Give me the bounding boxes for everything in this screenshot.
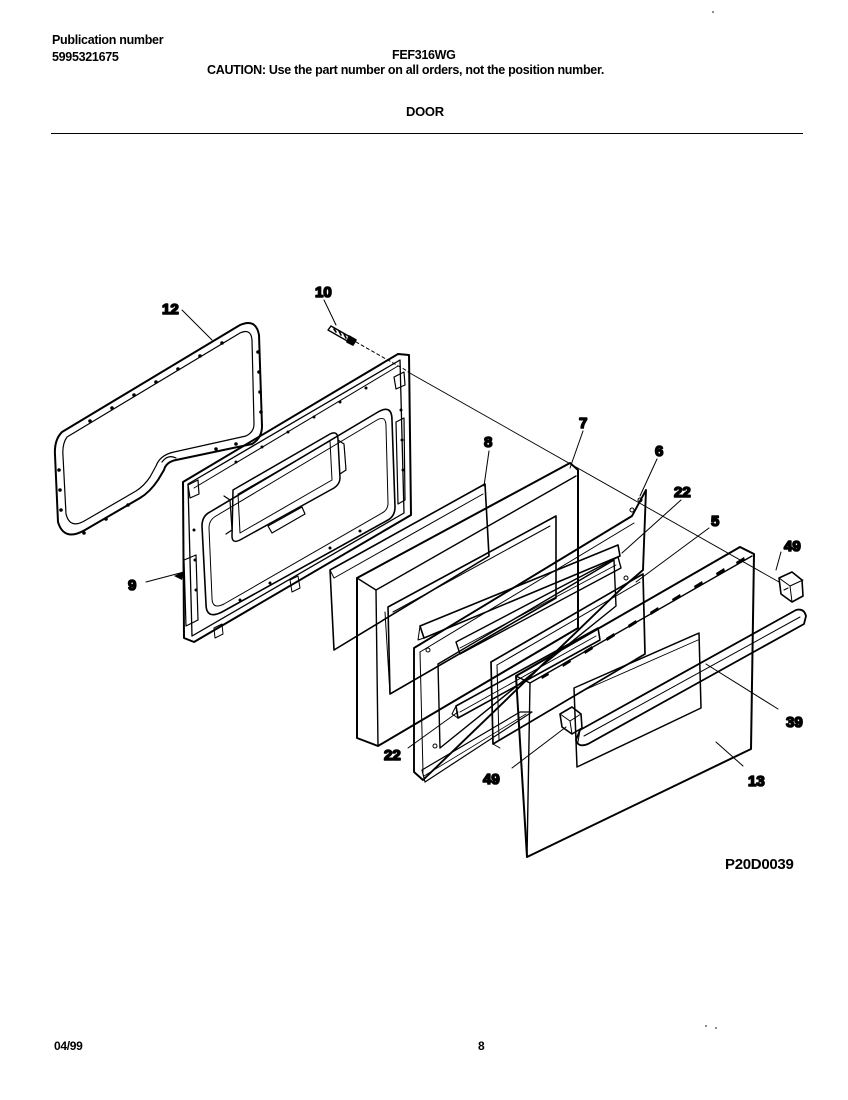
alignment-line: [407, 371, 780, 583]
model-number: FEF316WG: [392, 48, 456, 62]
glass-retainer-bottom-part: [451, 627, 601, 719]
door-gasket-part: [53, 322, 263, 536]
callout-12: 12: [162, 301, 179, 318]
scan-specks: [705, 11, 717, 1029]
callout-leaders: [145, 299, 782, 769]
gasket-clips: [57, 341, 263, 535]
callout-49-left: 49: [483, 771, 500, 788]
callout-22-top: 22: [674, 484, 691, 501]
callout-9: 9: [128, 577, 136, 594]
callout-labels: 12 10 7 8 6 22 5 49 9 39 22 49 13: [127, 283, 803, 791]
callout-8: 8: [484, 434, 492, 451]
inner-door-panel-part: [182, 353, 412, 643]
callout-5: 5: [711, 513, 719, 530]
callout-22-bottom: 22: [384, 747, 401, 764]
page-number: 8: [478, 1039, 485, 1053]
header-divider: [51, 133, 803, 134]
callout-39: 39: [786, 714, 803, 731]
publication-label: Publication number: [52, 33, 164, 47]
insulation-part: [329, 483, 490, 651]
panel-rivets: [192, 386, 405, 602]
publication-number: 5995321675: [52, 50, 119, 64]
door-handle-part: [575, 608, 807, 747]
callout-10: 10: [315, 284, 332, 301]
glass-retainer-top-part: [417, 544, 622, 655]
handle-endcap-left-part: [559, 706, 583, 735]
screw-part: [327, 325, 410, 373]
callout-49-right: 49: [784, 538, 801, 555]
footer-date: 04/99: [54, 1039, 83, 1053]
inner-glass-part: [490, 573, 646, 749]
callout-arrow: [174, 571, 184, 580]
callout-13: 13: [748, 773, 765, 790]
caution-note: CAUTION: Use the part number on all orde…: [207, 63, 604, 77]
handle-endcap-right-part: [778, 571, 804, 603]
figure-code: P20D0039: [725, 856, 794, 873]
section-title: DOOR: [406, 104, 444, 119]
outer-door-skin-part: [515, 546, 755, 858]
window-glass-part: [413, 489, 647, 783]
door-frame-part: [356, 462, 579, 747]
callout-6: 6: [655, 443, 663, 460]
door-vent-slots: [541, 557, 745, 679]
callout-7: 7: [579, 415, 587, 432]
